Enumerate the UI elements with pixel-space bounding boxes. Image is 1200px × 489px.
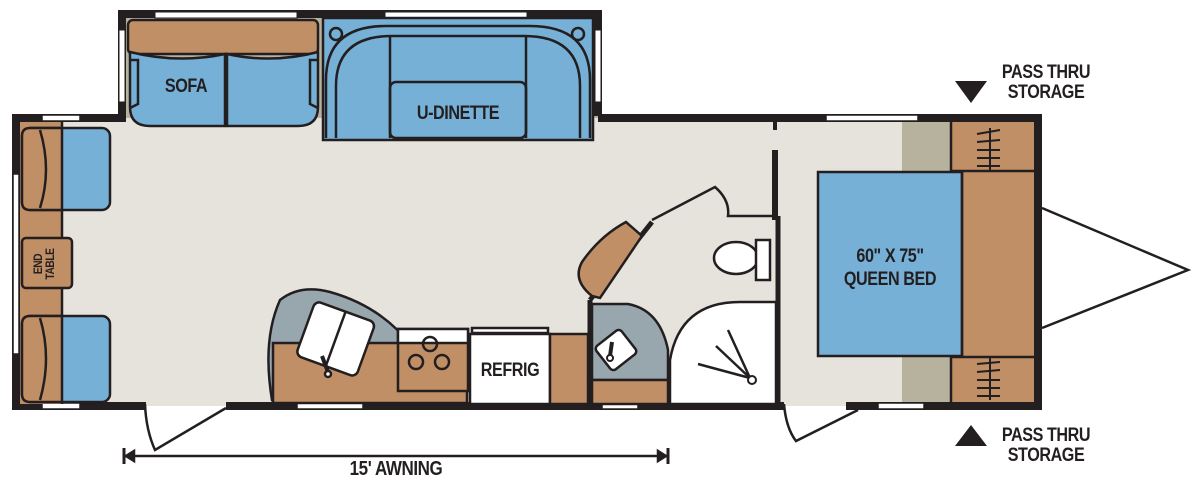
- pass-thru-storage-top-label: PASS THRU STORAGE: [995, 63, 1097, 103]
- hitch: [1041, 206, 1192, 330]
- bed-size: 60" X 75": [856, 246, 924, 267]
- u-dinette-label: U-DINETTE: [416, 103, 500, 124]
- pass-thru-storage-marks: [976, 128, 1001, 400]
- pass-thru-bottom-line2: STORAGE: [1007, 445, 1085, 466]
- sofa: [126, 18, 320, 128]
- kitchen: [267, 288, 590, 406]
- theater-seating: [20, 122, 112, 404]
- pass-thru-top-line1: PASS THRU: [1001, 62, 1091, 83]
- entry-door: [143, 403, 227, 452]
- pass-thru-bottom-line1: PASS THRU: [1001, 425, 1091, 446]
- arrow-down-icon: [955, 81, 987, 103]
- pass-thru-top-line2: STORAGE: [1007, 82, 1085, 103]
- refrig-label: REFRIG: [480, 360, 540, 381]
- end-table-label: END TABLE: [31, 233, 57, 294]
- bedroom: [816, 122, 1034, 402]
- pass-thru-storage-bottom-label: PASS THRU STORAGE: [995, 426, 1097, 466]
- arrow-up-icon: [955, 425, 987, 446]
- bathroom: [577, 120, 781, 406]
- queen-bed-label: 60" X 75" QUEEN BED: [829, 245, 951, 291]
- u-dinette: [321, 16, 595, 142]
- awning-label: 15' AWNING: [349, 458, 443, 480]
- bed-type: QUEEN BED: [843, 269, 937, 290]
- end-table-line2: TABLE: [43, 248, 57, 280]
- rear-door: [782, 403, 859, 443]
- sofa-label: SOFA: [164, 76, 208, 97]
- awning-dimension: [122, 448, 670, 464]
